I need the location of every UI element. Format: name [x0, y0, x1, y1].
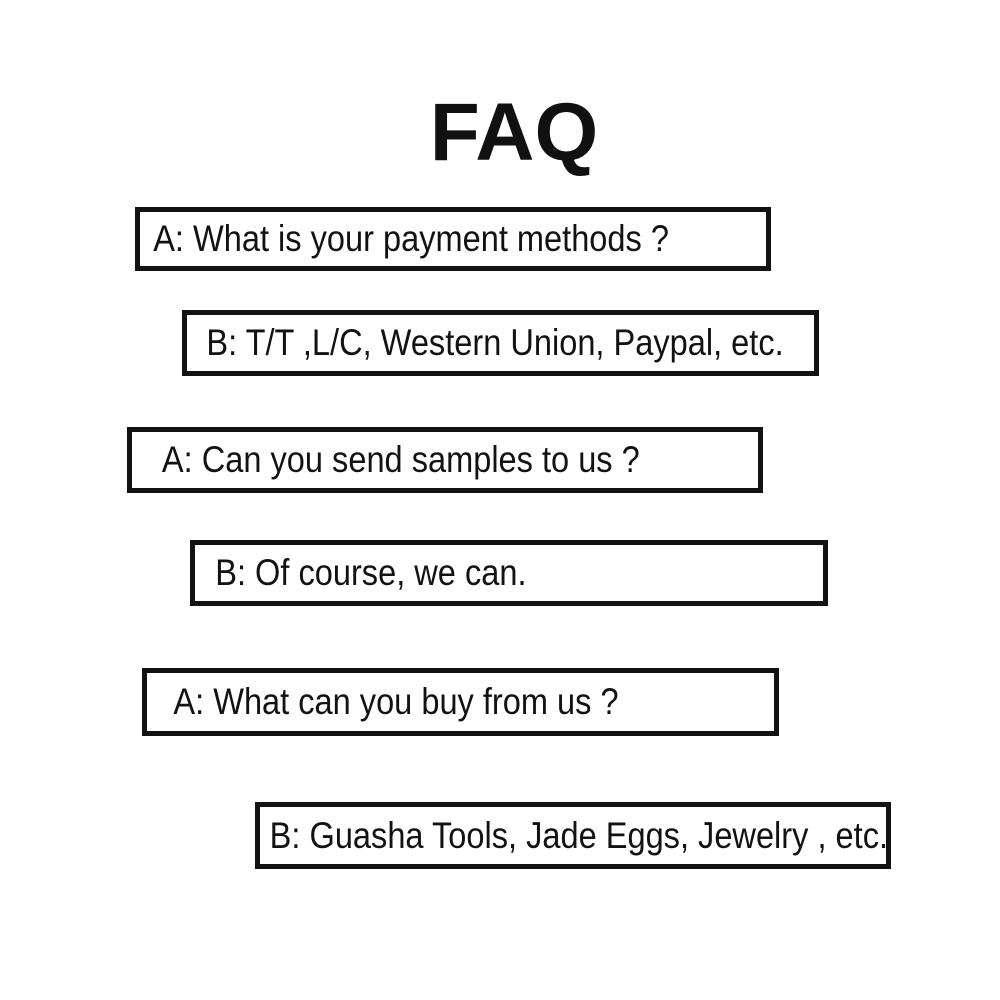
faq-entry-text: B: T/T ,L/C, Western Union, Paypal, etc. [206, 322, 784, 363]
faq-entry-text: A: What can you buy from us ? [173, 681, 619, 722]
faq-entry-text: B: Of course, we can. [215, 552, 527, 593]
faq-entry-box: A: What can you buy from us ? [142, 668, 779, 736]
faq-entry-text: B: Guasha Tools, Jade Eggs, Jewelry , et… [269, 814, 889, 856]
faq-entry-box: B: Guasha Tools, Jade Eggs, Jewelry , et… [255, 802, 891, 869]
faq-entry-text: A: Can you send samples to us ? [161, 439, 640, 480]
faq-entry-text: A: What is your payment methods ? [153, 218, 669, 259]
faq-entry-box: A: What is your payment methods ? [135, 207, 771, 271]
faq-entry-box: B: Of course, we can. [190, 540, 828, 606]
page-title: FAQ [429, 87, 599, 178]
faq-entry-box: A: Can you send samples to us ? [127, 427, 763, 493]
faq-entry-box: B: T/T ,L/C, Western Union, Paypal, etc. [182, 310, 819, 376]
